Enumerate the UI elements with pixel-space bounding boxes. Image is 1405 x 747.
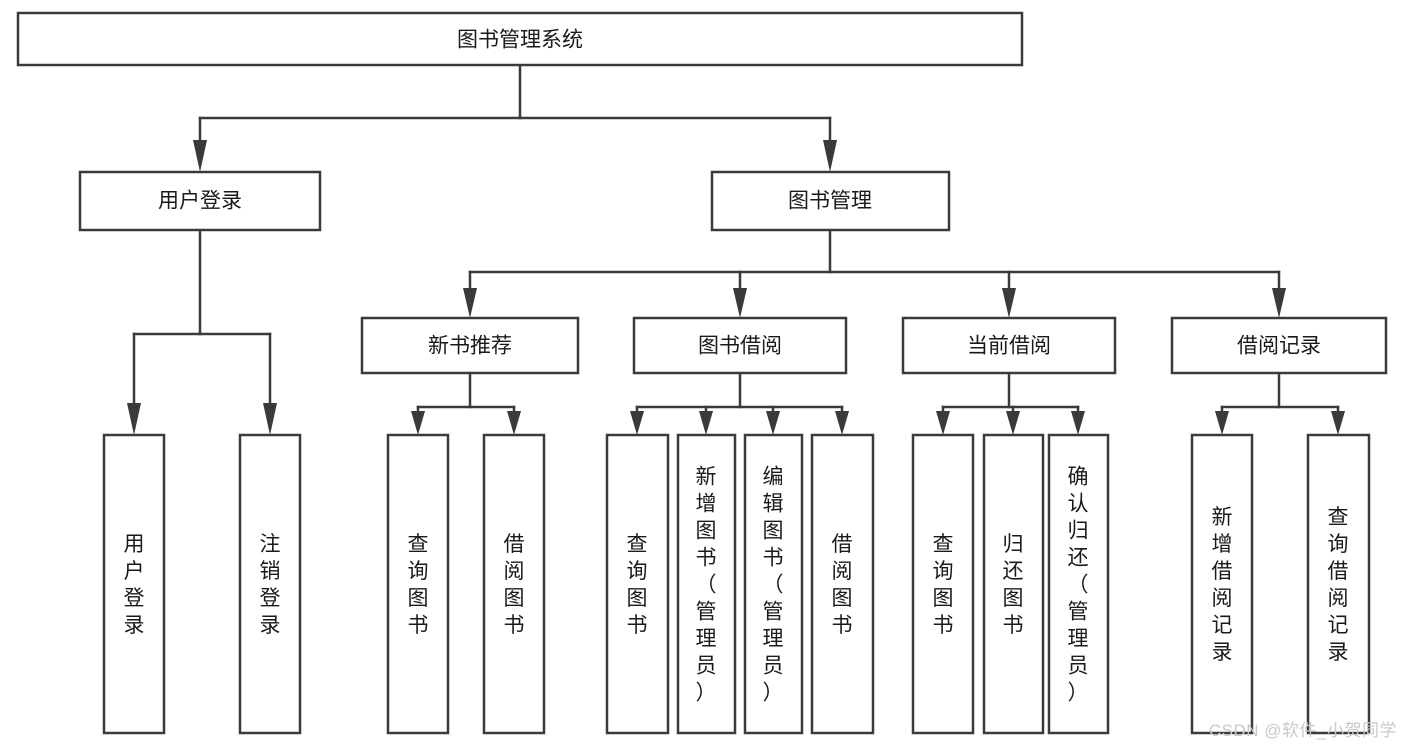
csdn-watermark: CSDN @软件_小贺同学 (1208, 721, 1397, 740)
arrow-head-leaf-return-book (1006, 411, 1020, 435)
node-new-book-rec[interactable]: 新书推荐 (360, 316, 580, 375)
node-current-borrow[interactable]: 当前借阅 (901, 316, 1117, 375)
arrow-head-borrow-record (1272, 288, 1286, 318)
node-new-book-rec-label: 新书推荐 (428, 335, 512, 358)
node-user-login-label: 用户登录 (158, 190, 242, 213)
node-leaf-user-login[interactable]: 用户登录 (102, 433, 166, 735)
connector-group-book-manage-to-level3 (463, 228, 1286, 318)
connector-group-new-book-rec-to-leaves (411, 371, 521, 435)
node-root-box[interactable] (16, 11, 1024, 67)
node-current-borrow-label: 当前借阅 (967, 335, 1051, 358)
node-leaf-confirm-return-box[interactable] (1047, 433, 1110, 735)
node-book-borrow-box[interactable] (632, 316, 848, 375)
arrow-head-leaf-query-record (1331, 411, 1345, 435)
arrow-head-leaf-edit-book (766, 411, 780, 435)
node-book-manage-box[interactable] (710, 170, 951, 232)
node-root-label: 图书管理系统 (457, 29, 583, 52)
node-leaf-edit-book[interactable]: 编辑图书（管理员） (743, 433, 804, 735)
node-leaf-edit-book-label: 编辑图书（管理员） (763, 466, 784, 705)
node-leaf-confirm-return[interactable]: 确认归还（管理员） (1047, 433, 1110, 735)
arrow-head-current-borrow (1002, 288, 1016, 318)
node-user-login[interactable]: 用户登录 (78, 170, 322, 232)
node-leaf-query-book-2-label: 查询图书 (627, 533, 648, 637)
node-root[interactable]: 图书管理系统 (16, 11, 1024, 67)
node-leaf-add-record[interactable]: 新增借阅记录 (1190, 433, 1254, 735)
node-leaf-borrow-book-1-box[interactable] (482, 433, 546, 735)
node-leaf-logout[interactable]: 注销登录 (238, 433, 302, 735)
arrow-head-leaf-add-book (699, 411, 713, 435)
arrow-head-leaf-confirm-return (1071, 411, 1085, 435)
node-leaf-query-record[interactable]: 查询借阅记录 (1306, 433, 1371, 735)
node-leaf-borrow-book-2[interactable]: 借阅图书 (810, 433, 875, 735)
node-leaf-query-book-1-box[interactable] (386, 433, 450, 735)
connector-group-book-borrow-to-leaves (630, 371, 849, 435)
arrow-head-leaf-add-record (1215, 411, 1229, 435)
arrow-head-leaf-query-book-1 (411, 411, 425, 435)
node-leaf-add-record-label: 新增借阅记录 (1212, 506, 1233, 664)
node-leaf-query-book-3[interactable]: 查询图书 (911, 433, 975, 735)
arrow-head-leaf-query-book-3 (936, 411, 950, 435)
node-leaf-query-book-1-label: 查询图书 (408, 533, 429, 637)
arrow-head-book-borrow (733, 288, 747, 318)
node-leaf-query-book-2[interactable]: 查询图书 (605, 433, 670, 735)
node-leaf-return-book-label: 归还图书 (1003, 533, 1024, 637)
node-book-borrow-label: 图书借阅 (698, 335, 782, 358)
node-borrow-record-label: 借阅记录 (1237, 335, 1321, 358)
node-leaf-add-book-box[interactable] (676, 433, 737, 735)
connector-group-user-login-to-leaves (127, 228, 277, 435)
node-leaf-user-login-label: 用户登录 (124, 533, 145, 637)
node-borrow-record[interactable]: 借阅记录 (1170, 316, 1388, 375)
arrow-head-leaf-user-login (127, 403, 141, 435)
node-book-borrow[interactable]: 图书借阅 (632, 316, 848, 375)
node-leaf-confirm-return-label: 确认归还（管理员） (1068, 466, 1089, 705)
node-book-manage[interactable]: 图书管理 (710, 170, 951, 232)
connector-group-current-borrow-to-leaves (936, 371, 1085, 435)
arrow-head-book-manage (823, 140, 837, 172)
node-borrow-record-box[interactable] (1170, 316, 1388, 375)
node-leaf-borrow-book-1[interactable]: 借阅图书 (482, 433, 546, 735)
node-leaf-return-book[interactable]: 归还图书 (982, 433, 1045, 735)
node-leaf-add-book[interactable]: 新增图书（管理员） (676, 433, 737, 735)
node-leaf-logout-label: 注销登录 (260, 533, 281, 637)
node-leaf-borrow-book-2-label: 借阅图书 (832, 533, 853, 637)
arrow-head-user-login (193, 140, 207, 172)
arrow-head-new-book-rec (463, 288, 477, 318)
arrow-head-leaf-borrow-book-1 (507, 411, 521, 435)
node-leaf-query-book-1[interactable]: 查询图书 (386, 433, 450, 735)
node-book-manage-label: 图书管理 (788, 190, 872, 213)
node-leaf-borrow-book-1-label: 借阅图书 (504, 533, 525, 637)
node-leaf-add-book-label: 新增图书（管理员） (696, 466, 717, 705)
node-leaf-add-record-box[interactable] (1190, 433, 1254, 735)
connector-group-borrow-record-to-leaves (1215, 371, 1345, 435)
node-leaf-borrow-book-2-box[interactable] (810, 433, 875, 735)
node-leaf-query-book-2-box[interactable] (605, 433, 670, 735)
node-user-login-box[interactable] (78, 170, 322, 232)
node-leaf-query-book-3-label: 查询图书 (933, 533, 954, 637)
node-leaf-logout-box[interactable] (238, 433, 302, 735)
node-leaf-return-book-box[interactable] (982, 433, 1045, 735)
arrow-head-leaf-borrow-book-2 (835, 411, 849, 435)
connector-group-root-to-level2 (193, 63, 837, 172)
node-leaf-edit-book-box[interactable] (743, 433, 804, 735)
node-leaf-user-login-box[interactable] (102, 433, 166, 735)
arrow-head-leaf-logout (263, 403, 277, 435)
node-current-borrow-box[interactable] (901, 316, 1117, 375)
node-leaf-query-record-box[interactable] (1306, 433, 1371, 735)
arrow-head-leaf-query-book-2 (630, 411, 644, 435)
node-new-book-rec-box[interactable] (360, 316, 580, 375)
node-leaf-query-record-label: 查询借阅记录 (1328, 506, 1349, 664)
node-leaf-query-book-3-box[interactable] (911, 433, 975, 735)
